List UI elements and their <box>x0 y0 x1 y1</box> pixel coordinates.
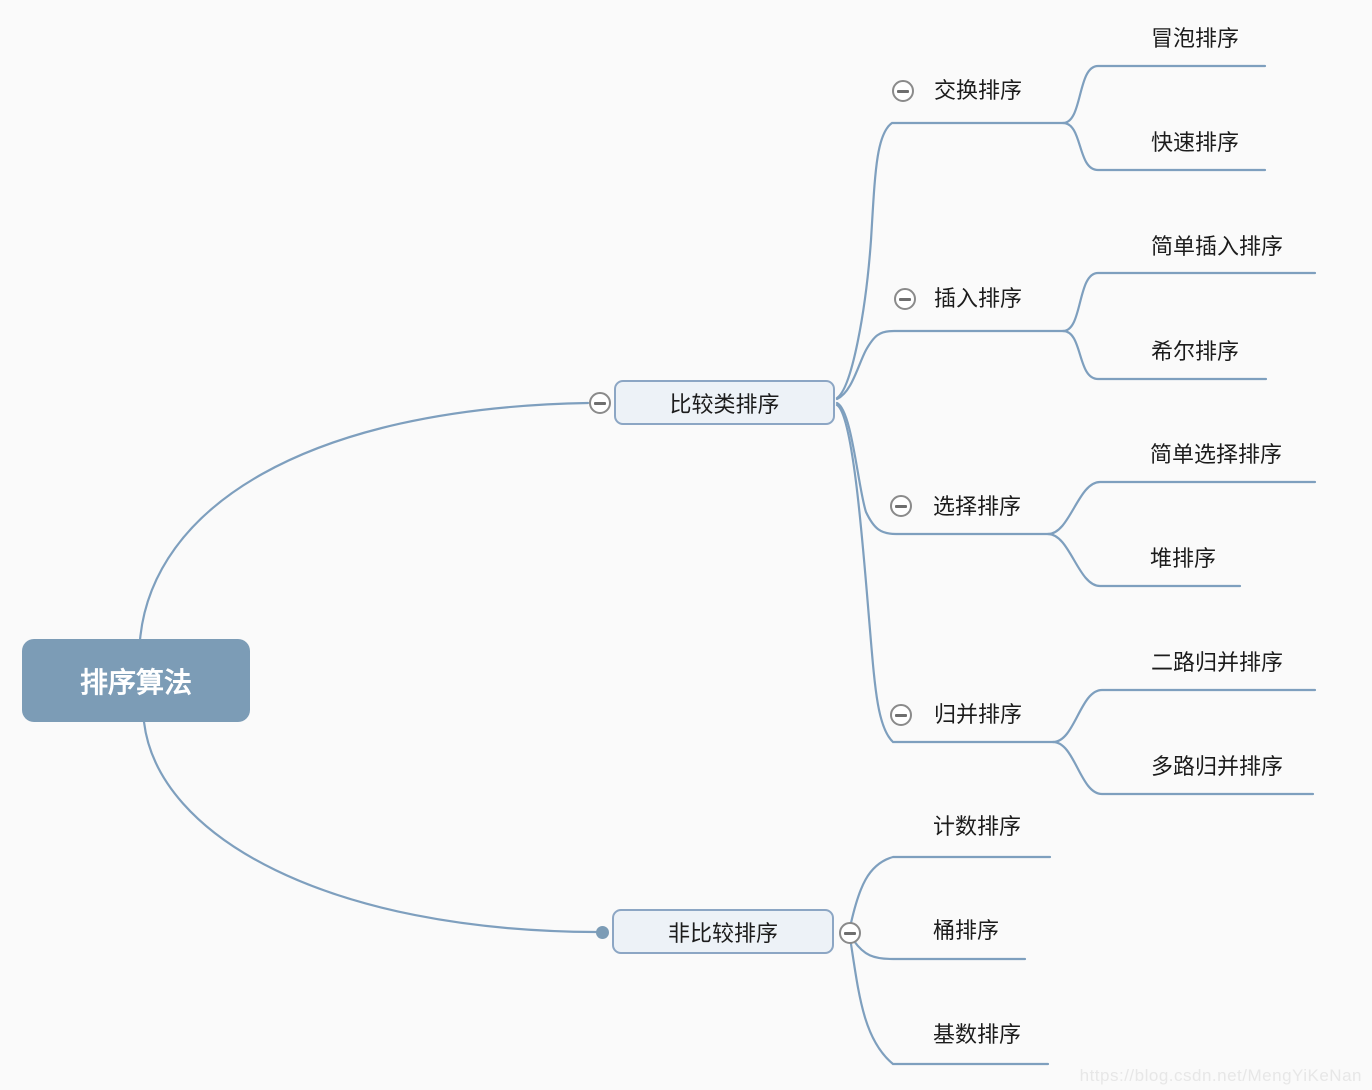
collapse-icon-insertion-sort[interactable] <box>894 288 916 310</box>
edge-root-to-comparison <box>138 401 590 642</box>
collapse-icon-exchange-sort[interactable] <box>892 80 914 102</box>
node-comparison-sort[interactable]: 比较类排序 <box>614 380 835 425</box>
edge-merge-sort <box>835 403 1055 744</box>
edge-heap-sort <box>1046 532 1242 588</box>
node-multi-way-merge-sort[interactable]: 多路归并排序 <box>1151 754 1284 779</box>
node-two-way-merge-sort[interactable]: 二路归并排序 <box>1151 650 1284 675</box>
edge-insertion-sort <box>835 329 1065 401</box>
minus-icon <box>897 89 909 93</box>
edge-radix-sort <box>849 942 1050 1066</box>
edge-two-way-merge-sort <box>1051 688 1317 744</box>
node-simple-insertion-sort[interactable]: 简单插入排序 <box>1151 234 1284 259</box>
node-merge-sort[interactable]: 归并排序 <box>934 702 1023 727</box>
collapse-icon-non-comparison-sort[interactable] <box>839 922 861 944</box>
node-counting-sort[interactable]: 计数排序 <box>933 814 1022 839</box>
minus-icon <box>899 297 911 301</box>
node-simple-selection-sort[interactable]: 简单选择排序 <box>1150 442 1283 467</box>
connection-dot <box>596 926 609 939</box>
node-shell-sort[interactable]: 希尔排序 <box>1151 339 1240 364</box>
edge-simple-selection-sort <box>1046 480 1317 536</box>
edge-exchange-sort <box>835 121 1065 400</box>
collapse-icon-selection-sort[interactable] <box>890 495 912 517</box>
edge-simple-insertion-sort <box>1061 271 1317 333</box>
node-bubble-sort[interactable]: 冒泡排序 <box>1151 26 1240 51</box>
edge-bubble-sort <box>1061 64 1267 125</box>
node-sorting-algorithms[interactable]: 排序算法 <box>22 639 250 722</box>
node-selection-sort[interactable]: 选择排序 <box>933 494 1022 519</box>
edge-selection-sort <box>835 401 1050 536</box>
minus-icon <box>844 931 856 935</box>
minus-icon <box>594 401 606 405</box>
node-insertion-sort[interactable]: 插入排序 <box>934 286 1023 311</box>
watermark-url: https://blog.csdn.net/MengYiKeNan <box>1079 1066 1362 1085</box>
minus-icon <box>895 713 907 717</box>
node-non-comparison-sort[interactable]: 非比较排序 <box>612 909 834 954</box>
edge-root-to-non-comparison <box>142 720 598 934</box>
node-radix-sort[interactable]: 基数排序 <box>933 1022 1022 1047</box>
node-exchange-sort[interactable]: 交换排序 <box>934 78 1023 103</box>
edge-quick-sort <box>1061 121 1267 172</box>
collapse-icon-merge-sort[interactable] <box>890 704 912 726</box>
edge-bucket-sort <box>852 939 1027 961</box>
node-quick-sort[interactable]: 快速排序 <box>1151 130 1240 155</box>
minus-icon <box>895 504 907 508</box>
edge-shell-sort <box>1061 329 1268 381</box>
node-bucket-sort[interactable]: 桶排序 <box>933 918 1000 943</box>
node-heap-sort[interactable]: 堆排序 <box>1150 546 1217 571</box>
collapse-icon-comparison-sort[interactable] <box>589 392 611 414</box>
edge-counting-sort <box>849 855 1052 925</box>
edge-multi-way-merge-sort <box>1051 740 1315 796</box>
